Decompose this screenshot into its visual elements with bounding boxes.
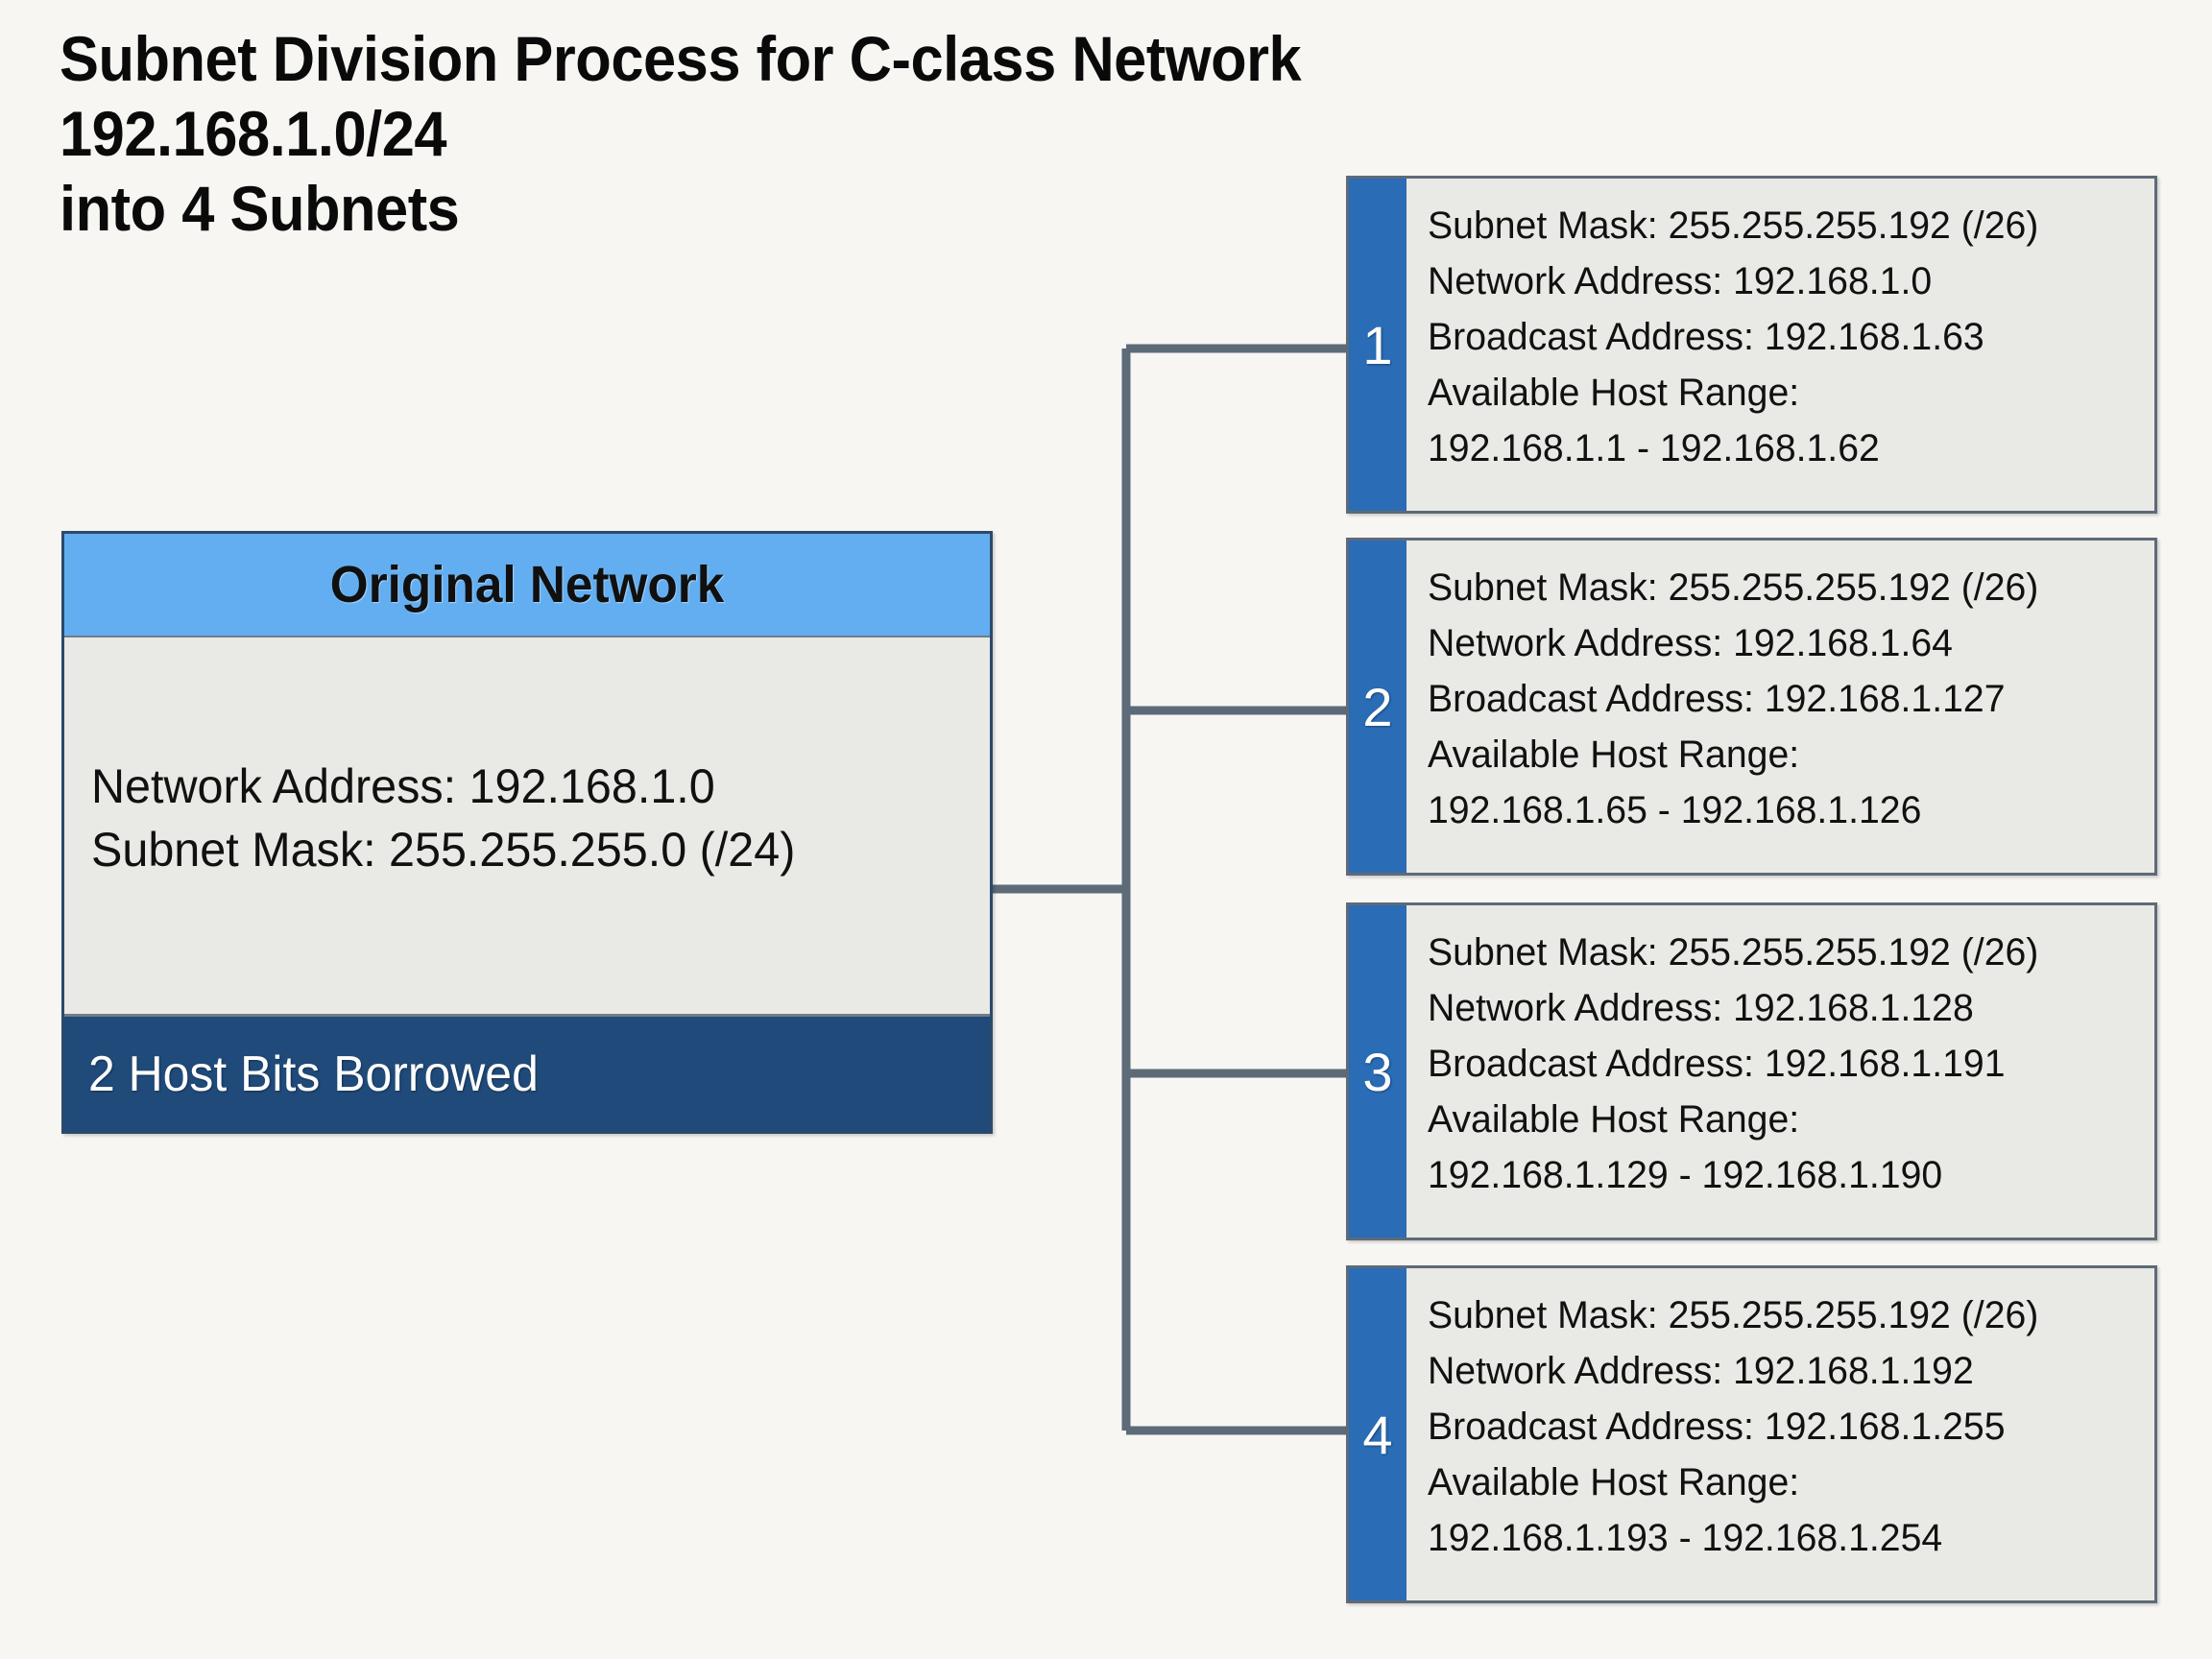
subnet-1-host-range-label: Available Host Range: <box>1428 372 1800 414</box>
subnet-1-network-address: Network Address: 192.168.1.0 <box>1428 260 1933 302</box>
subnet-card-2: 2 Subnet Mask: 255.255.255.192 (/26) Net… <box>1346 538 2157 876</box>
subnet-number-1: 1 <box>1349 179 1407 511</box>
subnet-3-network-address: Network Address: 192.168.1.128 <box>1428 987 1974 1029</box>
original-subnet-mask: Subnet Mask: 255.255.255.0 (/24) <box>91 823 796 877</box>
subnet-2-network-address: Network Address: 192.168.1.64 <box>1428 622 1953 664</box>
subnet-2-broadcast-address: Broadcast Address: 192.168.1.127 <box>1428 678 2006 720</box>
title-line-2: 192.168.1.0/24 <box>60 98 447 169</box>
subnet-4-broadcast-address: Broadcast Address: 192.168.1.255 <box>1428 1406 2006 1448</box>
subnet-card-4: 4 Subnet Mask: 255.255.255.192 (/26) Net… <box>1346 1265 2157 1603</box>
subnet-4-host-range-value: 192.168.1.193 - 192.168.1.254 <box>1428 1517 1943 1559</box>
subnet-4-mask: Subnet Mask: 255.255.255.192 (/26) <box>1428 1294 2039 1336</box>
original-network-address: Network Address: 192.168.1.0 <box>91 759 715 813</box>
original-network-card: Original Network Network Address: 192.16… <box>61 531 993 1134</box>
subnet-2-host-range-value: 192.168.1.65 - 192.168.1.126 <box>1428 789 1922 831</box>
subnet-2-host-range-label: Available Host Range: <box>1428 733 1800 776</box>
subnet-number-4: 4 <box>1349 1268 1407 1600</box>
subnet-details-3: Subnet Mask: 255.255.255.192 (/26) Netwo… <box>1407 905 2154 1238</box>
subnet-4-network-address: Network Address: 192.168.1.192 <box>1428 1350 1974 1392</box>
subnet-3-host-range-value: 192.168.1.129 - 192.168.1.190 <box>1428 1154 1943 1196</box>
host-bits-borrowed-label: 2 Host Bits Borrowed <box>87 1046 539 1102</box>
original-network-footer: 2 Host Bits Borrowed <box>64 1014 990 1131</box>
subnet-details-4: Subnet Mask: 255.255.255.192 (/26) Netwo… <box>1407 1268 2154 1600</box>
subnet-details-1: Subnet Mask: 255.255.255.192 (/26) Netwo… <box>1407 179 2154 511</box>
title-line-3: into 4 Subnets <box>60 173 460 244</box>
subnet-1-host-range-value: 192.168.1.1 - 192.168.1.62 <box>1428 427 1880 469</box>
subnet-details-2: Subnet Mask: 255.255.255.192 (/26) Netwo… <box>1407 541 2154 873</box>
subnet-1-broadcast-address: Broadcast Address: 192.168.1.63 <box>1428 316 1984 358</box>
subnet-1-mask: Subnet Mask: 255.255.255.192 (/26) <box>1428 204 2039 247</box>
subnet-3-host-range-label: Available Host Range: <box>1428 1098 1800 1141</box>
original-network-body: Network Address: 192.168.1.0 Subnet Mask… <box>64 637 990 1014</box>
original-network-title: Original Network <box>329 556 725 613</box>
page-title: Subnet Division Process for C-class Netw… <box>60 21 1327 246</box>
subnet-2-mask: Subnet Mask: 255.255.255.192 (/26) <box>1428 566 2039 609</box>
original-network-header: Original Network <box>64 534 990 637</box>
subnet-3-broadcast-address: Broadcast Address: 192.168.1.191 <box>1428 1043 2006 1085</box>
subnet-4-host-range-label: Available Host Range: <box>1428 1461 1800 1503</box>
subnet-number-3: 3 <box>1349 905 1407 1238</box>
title-line-1: Subnet Division Process for C-class Netw… <box>60 23 1302 94</box>
subnet-number-2: 2 <box>1349 541 1407 873</box>
subnet-3-mask: Subnet Mask: 255.255.255.192 (/26) <box>1428 931 2039 974</box>
subnet-card-3: 3 Subnet Mask: 255.255.255.192 (/26) Net… <box>1346 902 2157 1240</box>
subnet-card-1: 1 Subnet Mask: 255.255.255.192 (/26) Net… <box>1346 176 2157 514</box>
